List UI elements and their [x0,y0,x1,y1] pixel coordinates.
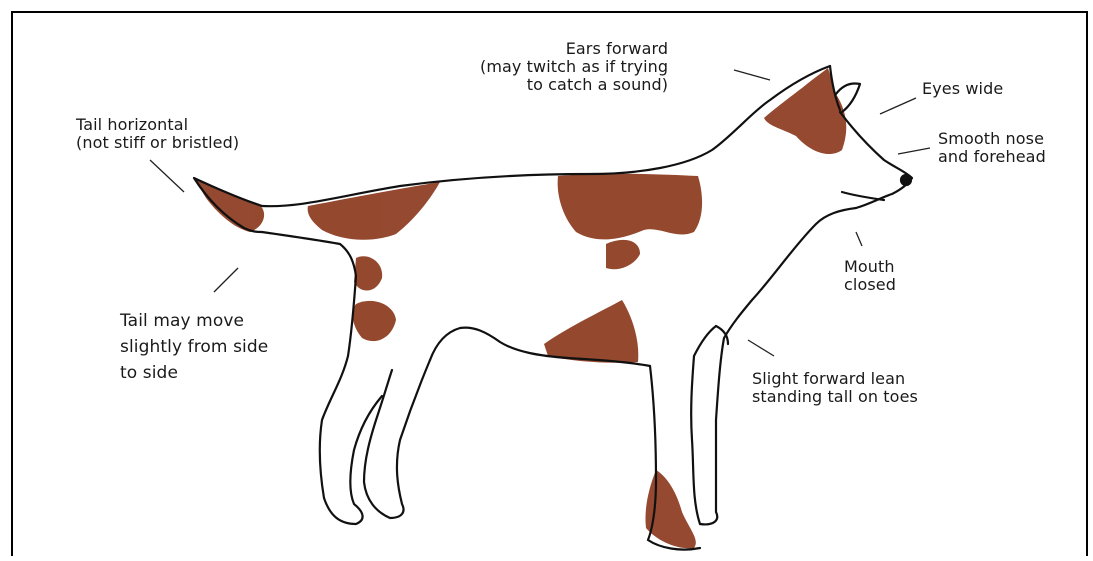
ear-head-patch [764,68,846,154]
belly-patch [544,300,638,363]
front-leg-near [691,326,716,524]
tail-move-pointer [214,268,238,292]
eyes-label: Eyes wide [922,80,1003,98]
tail-horizontal-pointer [150,160,184,192]
throat-line [700,208,856,524]
thigh-patch-upper [354,256,382,290]
mouth-label: Mouth closed [844,258,896,294]
eyes-pointer [880,98,916,114]
coat-patches [194,68,846,548]
shoulder-patch [558,174,702,240]
nose-label: Smooth nose and forehead [938,130,1046,166]
lean-label: Slight forward lean standing tall on toe… [752,370,918,406]
paw-patch [645,470,695,548]
chest-patch [606,240,640,269]
hind-leg-inner [364,360,430,518]
ears-pointer [734,70,770,80]
ears-label: Ears forward (may twitch as if trying to… [480,40,668,94]
tail-move-label: Tail may move slightly from side to side [120,308,268,386]
lean-pointer [748,340,774,356]
rump-line [262,232,356,276]
nose-tip [901,175,911,185]
thigh-patch-lower [353,301,396,341]
tail-patch [194,178,264,232]
nose-pointer [898,148,930,154]
chest-inner [716,326,728,344]
tail-horizontal-label: Tail horizontal (not stiff or bristled) [76,116,239,152]
mouth-pointer [856,232,862,246]
muzzle-line [842,192,884,200]
